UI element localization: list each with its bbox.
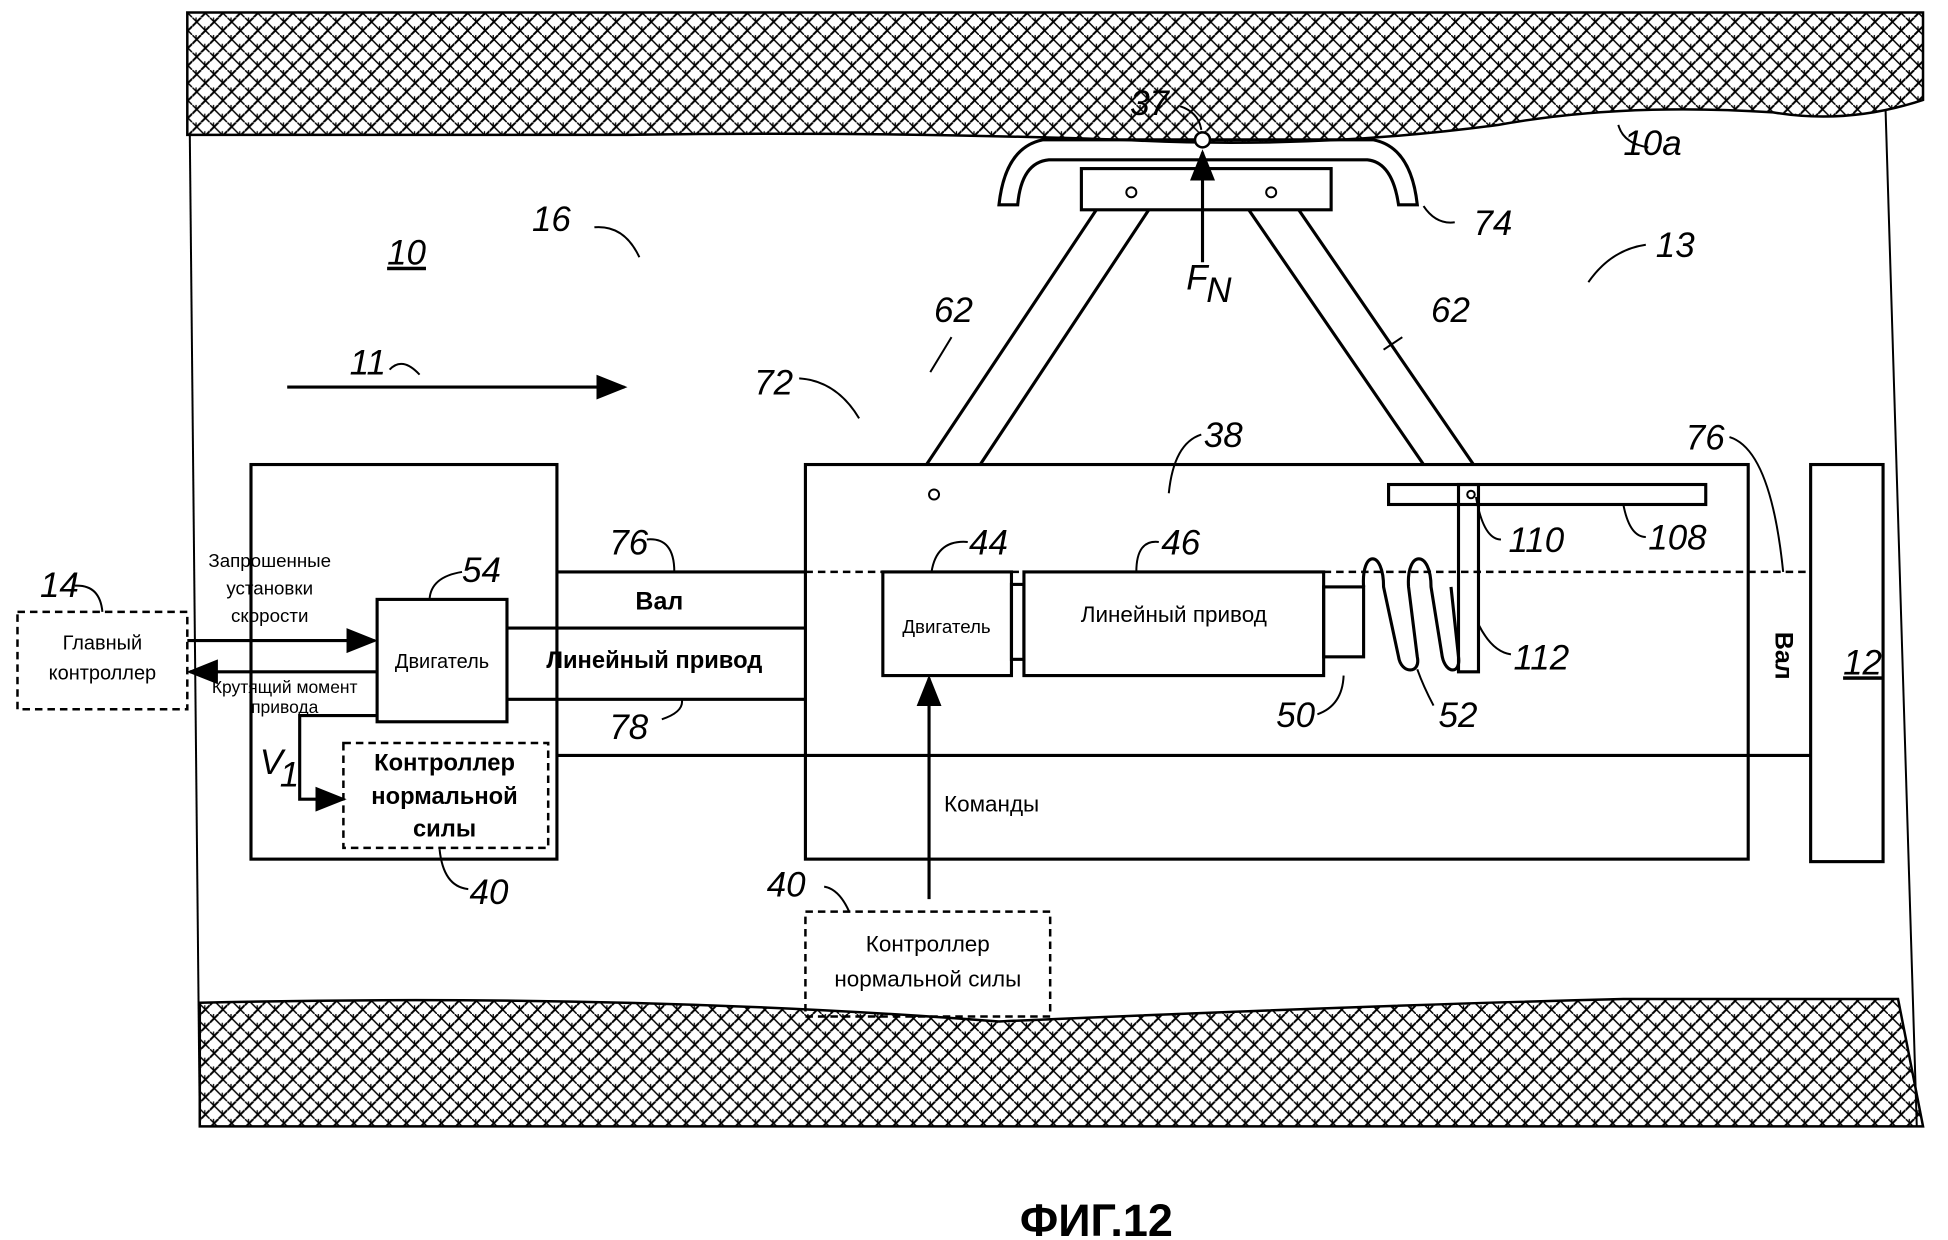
- figure-caption: ФИГ.12: [1020, 1195, 1173, 1240]
- svg-text:13: 13: [1656, 226, 1695, 265]
- wheel-12: [1809, 462, 1885, 864]
- nfc-left-box: [342, 741, 550, 850]
- svg-text:40: 40: [470, 873, 509, 912]
- svg-text:54: 54: [462, 551, 501, 590]
- plate-108: [1387, 482, 1708, 507]
- svg-text:46: 46: [1161, 523, 1200, 562]
- svg-text:14: 14: [40, 566, 79, 605]
- svg-text:10a: 10a: [1623, 124, 1681, 163]
- lower-wall: [198, 997, 1925, 1128]
- svg-text:40: 40: [767, 866, 806, 905]
- housing-38: [803, 462, 1750, 861]
- spring-52: [1361, 557, 1461, 672]
- svg-text:72: 72: [754, 364, 793, 403]
- svg-text:нормальной: нормальной: [371, 784, 517, 810]
- svg-text:11: 11: [350, 344, 386, 383]
- svg-text:16: 16: [532, 200, 571, 239]
- right-boundary: [1884, 109, 1918, 1127]
- svg-text:78: 78: [609, 708, 648, 747]
- svg-text:Двигатель: Двигатель: [902, 616, 990, 637]
- svg-text:44: 44: [969, 523, 1008, 562]
- upper-wall: [186, 11, 1925, 144]
- svg-text:1: 1: [280, 756, 299, 795]
- leg-62-left: [925, 208, 1151, 466]
- svg-text:37: 37: [1130, 84, 1170, 123]
- svg-text:Линейный привод: Линейный привод: [546, 648, 762, 674]
- motor-54: [375, 597, 509, 724]
- svg-text:Вал: Вал: [635, 587, 683, 615]
- leg-62-right: [1247, 208, 1475, 466]
- contact-point-37: [1193, 131, 1212, 149]
- left-boundary: [188, 134, 201, 1127]
- svg-text:Контроллер: Контроллер: [866, 932, 990, 957]
- main-controller-box: [16, 610, 189, 711]
- svg-text:привода: привода: [251, 697, 319, 717]
- shaft-lines: [506, 570, 1811, 758]
- svg-text:50: 50: [1276, 696, 1315, 735]
- svg-text:62: 62: [934, 291, 973, 330]
- reference-numerals: 37 10a 74 13 16 10 11 62 62 72 38 76 76 …: [40, 84, 1882, 912]
- svg-text:Вал: Вал: [1770, 632, 1798, 680]
- svg-text:V: V: [260, 743, 287, 782]
- svg-text:Команды: Команды: [944, 792, 1039, 817]
- svg-text:Крутящий момент: Крутящий момент: [212, 677, 358, 697]
- svg-text:38: 38: [1204, 416, 1243, 455]
- svg-text:Контроллер: Контроллер: [374, 750, 515, 776]
- main-controller-label: Главный: [63, 632, 143, 654]
- svg-text:108: 108: [1648, 518, 1707, 557]
- svg-text:F: F: [1186, 259, 1209, 298]
- svg-text:74: 74: [1473, 204, 1512, 243]
- svg-text:контроллер: контроллер: [49, 662, 157, 684]
- svg-text:110: 110: [1508, 521, 1564, 560]
- svg-text:12: 12: [1843, 643, 1882, 682]
- left-housing: [249, 462, 559, 861]
- svg-text:Линейный привод: Линейный привод: [1081, 602, 1267, 627]
- v1-arrow: [298, 713, 378, 812]
- svg-text:Двигатель: Двигатель: [395, 651, 489, 673]
- svg-text:Запрошенные: Запрошенные: [208, 550, 331, 571]
- svg-text:скорости: скорости: [231, 605, 308, 626]
- svg-text:112: 112: [1513, 638, 1569, 677]
- svg-text:N: N: [1206, 271, 1232, 310]
- svg-text:нормальной силы: нормальной силы: [834, 966, 1021, 991]
- lever-112: [1456, 482, 1481, 674]
- svg-text:52: 52: [1439, 696, 1478, 735]
- rod-50: [1322, 585, 1366, 659]
- bracket: [1079, 167, 1333, 212]
- svg-text:силы: силы: [413, 817, 476, 843]
- nfc-bottom-box: [804, 910, 1052, 1018]
- svg-text:62: 62: [1431, 291, 1470, 330]
- svg-text:10: 10: [387, 234, 426, 273]
- svg-text:76: 76: [609, 523, 648, 562]
- svg-text:76: 76: [1686, 419, 1725, 458]
- shoe-74: [997, 138, 1420, 207]
- svg-text:установки: установки: [226, 577, 313, 598]
